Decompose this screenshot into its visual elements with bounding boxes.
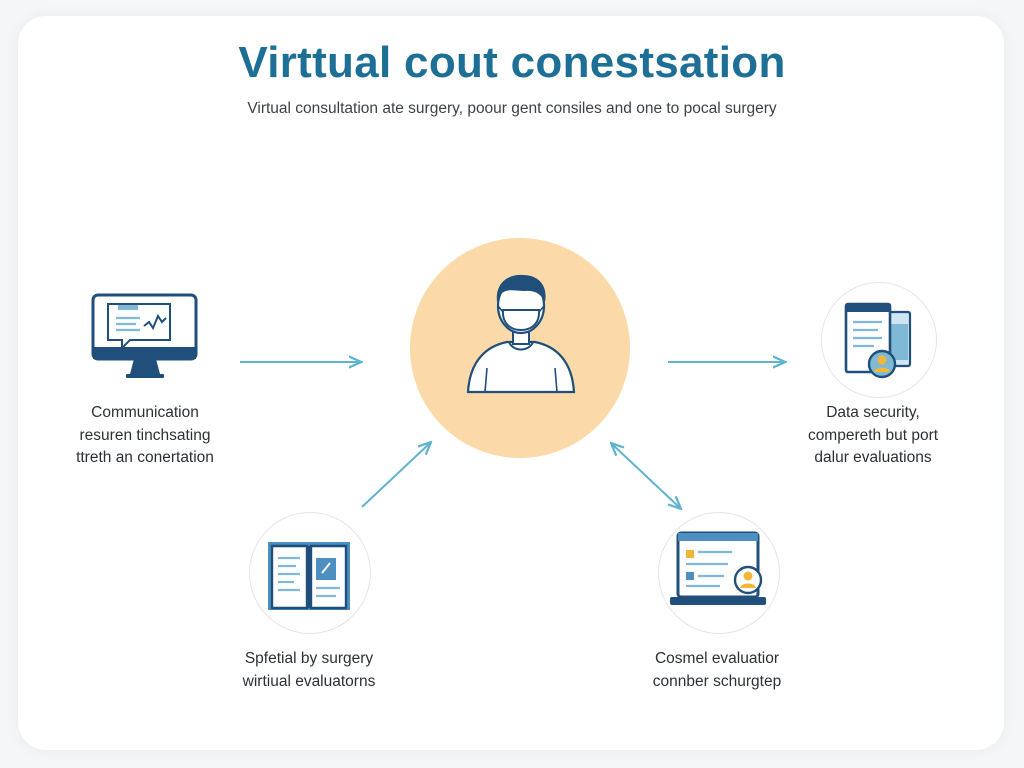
data-security-label-line-3: dalur evaluations (814, 449, 932, 466)
arrow-center-cosmel-bidirectional (612, 444, 680, 508)
documents-badge-icon (844, 302, 912, 379)
arrow-spfetial-to-center (361, 443, 430, 508)
spfetial-label: Spfetial by surgery wirtiual evaluatorns (214, 648, 404, 693)
monitor-chart-icon (91, 293, 198, 378)
page-subtitle: Virtual consultation ate surgery, poour … (247, 100, 777, 117)
data-security-label: Data security, compereth but port dalur … (780, 402, 966, 470)
communication-label-line-1: Communication (91, 404, 199, 421)
spfetial-label-line-1: Spfetial by surgery (244, 650, 374, 667)
laptop-profile-icon (670, 531, 766, 605)
page-title: Virttual cout conestsation (238, 38, 786, 87)
data-security-label-line-2: compereth but port (807, 426, 939, 444)
cosmel-label-line-1: Cosmel evaluatior (654, 650, 780, 667)
communication-label-line-3: ttreth an conertation (76, 449, 214, 466)
communication-label-line-2: resuren tinchsating (79, 426, 211, 444)
spfetial-label-line-2: wirtiual evaluatorns (242, 672, 376, 690)
communication-label: Communication resuren tinchsating ttreth… (50, 402, 240, 470)
patient-mask-icon (466, 274, 576, 394)
open-book-icon (268, 542, 350, 610)
cosmel-label: Cosmel evaluatior connber schurgtep (622, 648, 812, 693)
cosmel-label-line-2: connber schurgtep (652, 672, 782, 690)
data-security-label-line-1: Data security, (826, 404, 920, 421)
